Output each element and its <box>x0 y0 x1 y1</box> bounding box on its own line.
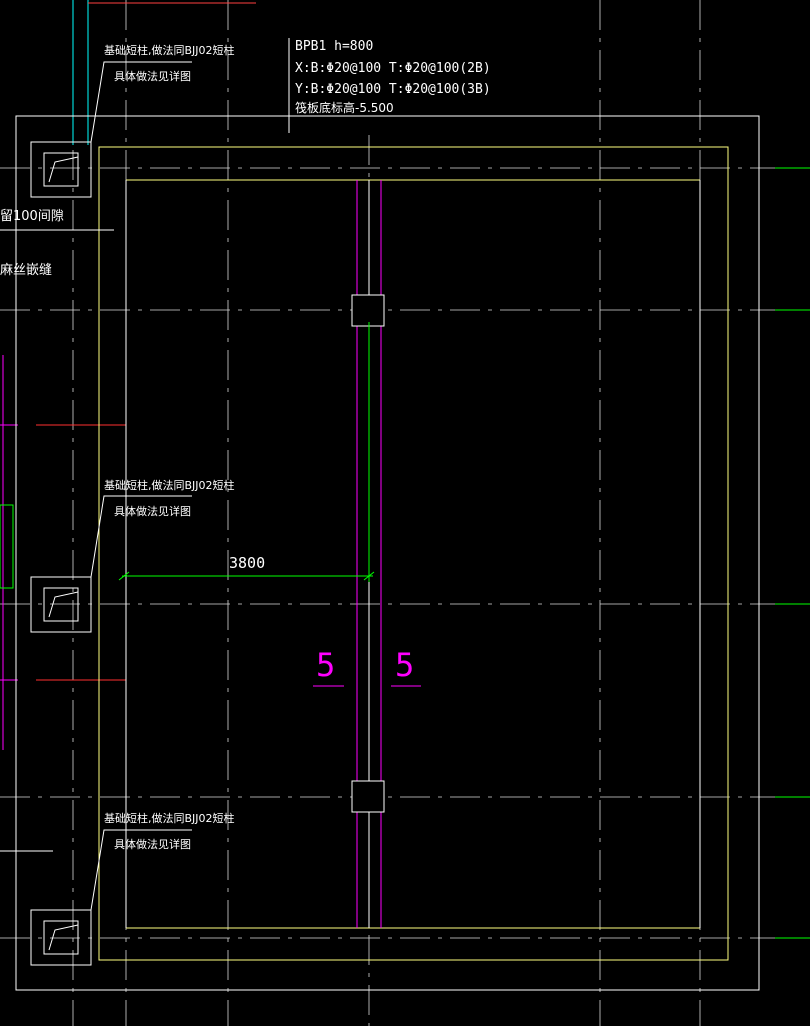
pile-cap-symbol <box>48 924 79 951</box>
pile-note-2-line2: 具体做法见详图 <box>114 504 191 518</box>
pile-cap-outer <box>30 909 92 966</box>
slab-label-line3: Y:B:Φ20@100 T:Φ20@100(3B) <box>295 82 491 97</box>
pile-note-1-line2: 具体做法见详图 <box>114 69 191 83</box>
wall-column-2 <box>351 780 385 813</box>
pile-cap-inner <box>43 587 79 622</box>
outer-outline <box>15 115 760 991</box>
dimension-3800 <box>118 322 375 582</box>
pile-cap-inner <box>43 920 79 955</box>
slab-edge-outer <box>98 146 729 961</box>
pile-cap-symbol <box>48 156 79 183</box>
pile-cap-outer <box>30 141 92 198</box>
pile-leader-2 <box>90 495 192 578</box>
fill-note: 麻丝嵌缝 <box>0 263 52 278</box>
section-mark-left: 5 <box>316 646 335 684</box>
axis-stubs-right <box>775 167 810 939</box>
dimension-value: 3800 <box>229 554 265 572</box>
dimension-tick-left <box>118 571 130 581</box>
green-edge-box <box>0 504 14 589</box>
wall-column-1 <box>351 294 385 327</box>
pile-note-2-line1: 基础短柱,做法同BJJ02短柱 <box>104 478 235 492</box>
pile-cap-inner <box>43 152 79 187</box>
pile-cap-top <box>30 141 92 198</box>
pile-cap-outer <box>30 576 92 633</box>
pile-cap-middle <box>30 576 92 633</box>
pile-leader-1 <box>90 61 192 143</box>
gap-note: 留100间隙 <box>0 209 64 224</box>
pile-note-3-line1: 基础短柱,做法同BJJ02短柱 <box>104 811 235 825</box>
pile-cap-symbol <box>48 591 79 618</box>
left-edge-fragments <box>0 355 126 750</box>
pile-leaders <box>90 61 192 911</box>
central-wall <box>351 180 385 928</box>
slab-label-line4: 筏板底标高-5.500 <box>295 100 394 115</box>
pile-cap-bottom <box>30 909 92 966</box>
slab-label-line1: BPB1 h=800 <box>295 39 373 54</box>
pile-note-1-line1: 基础短柱,做法同BJJ02短柱 <box>104 43 235 57</box>
pile-note-3-line2: 具体做法见详图 <box>114 837 191 851</box>
dimension-tick-right <box>363 571 375 581</box>
slab-label-line2: X:B:Φ20@100 T:Φ20@100(2B) <box>295 61 491 76</box>
section-mark-right: 5 <box>395 646 414 684</box>
pile-leader-3 <box>90 829 192 911</box>
